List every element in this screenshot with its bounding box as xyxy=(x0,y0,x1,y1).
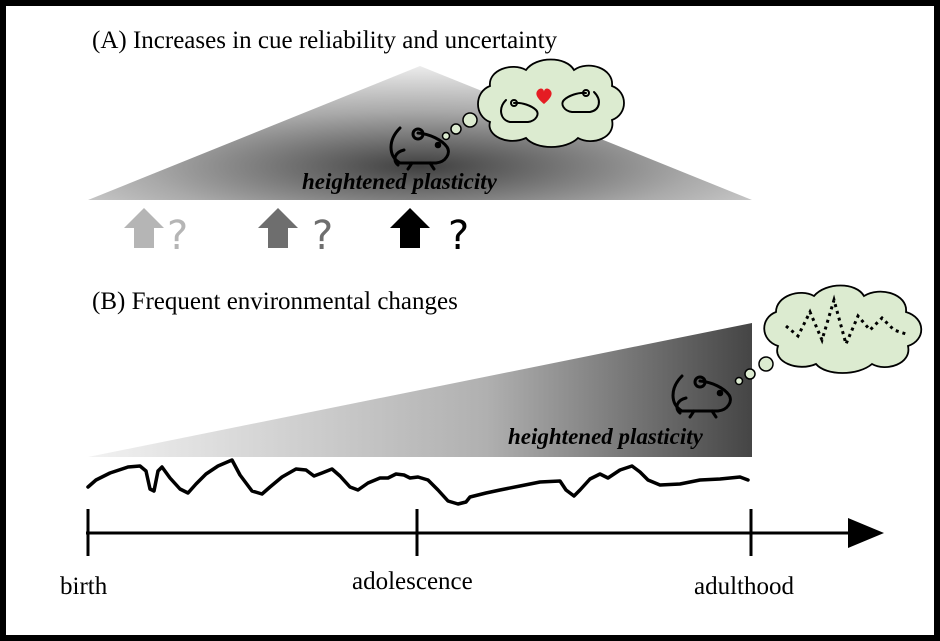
panel-a-plasticity-label: heightened plasticity xyxy=(302,169,498,194)
panel-b-mouse-icon xyxy=(671,374,732,419)
up-arrow-icon-medium xyxy=(258,208,298,248)
panel-a-thought-cloud xyxy=(477,58,625,148)
cue-step-2: ? xyxy=(258,208,333,259)
timeline-label-adolescence: adolescence xyxy=(352,568,473,595)
up-arrow-icon-light xyxy=(124,208,164,248)
panel-a-mouse-icon xyxy=(389,126,450,171)
cue-step-1: ? xyxy=(124,208,188,259)
question-mark-medium: ? xyxy=(312,213,333,259)
panel-b-thought-cloud xyxy=(763,284,923,374)
panel-a-title: (A) Increases in cue reliability and unc… xyxy=(92,27,558,54)
timeline-label-birth: birth xyxy=(60,573,108,600)
heart-icon xyxy=(536,88,552,104)
panel-b-plasticity-wedge xyxy=(88,323,752,457)
cue-step-3: ? xyxy=(390,208,469,259)
panel-a-thought-dots xyxy=(441,112,478,141)
question-mark-dark: ? xyxy=(448,213,469,259)
timeline-label-adulthood: adulthood xyxy=(694,573,794,600)
panel-b-title: (B) Frequent environmental changes xyxy=(92,288,458,315)
environment-fluctuation-line xyxy=(86,458,750,506)
panel-a-thought-mice-icon xyxy=(500,89,600,123)
panel-b-thought-dots xyxy=(734,356,774,386)
question-mark-light: ? xyxy=(167,213,188,259)
panel-b-plasticity-label: heightened plasticity xyxy=(508,424,704,449)
up-arrow-icon-dark xyxy=(390,208,430,248)
fluctuating-signal-icon xyxy=(785,294,907,349)
